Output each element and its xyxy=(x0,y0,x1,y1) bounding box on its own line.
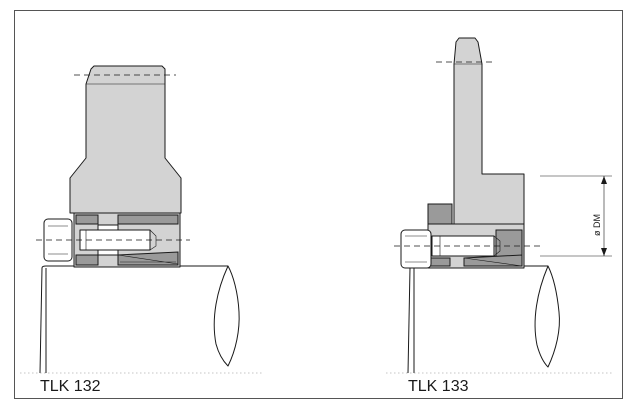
bolt-head-right xyxy=(400,229,432,269)
sprocket-right xyxy=(453,37,525,225)
label-dimension-dm: ø DM xyxy=(592,214,602,236)
shaft-left xyxy=(39,265,240,374)
sprocket-left xyxy=(69,65,182,214)
assembly-tlk-133 xyxy=(386,37,614,374)
label-tlk-133: TLK 133 xyxy=(408,378,469,395)
dimension-dm xyxy=(540,175,612,257)
label-tlk-132: TLK 132 xyxy=(40,378,101,395)
assembly-tlk-132 xyxy=(20,65,262,374)
